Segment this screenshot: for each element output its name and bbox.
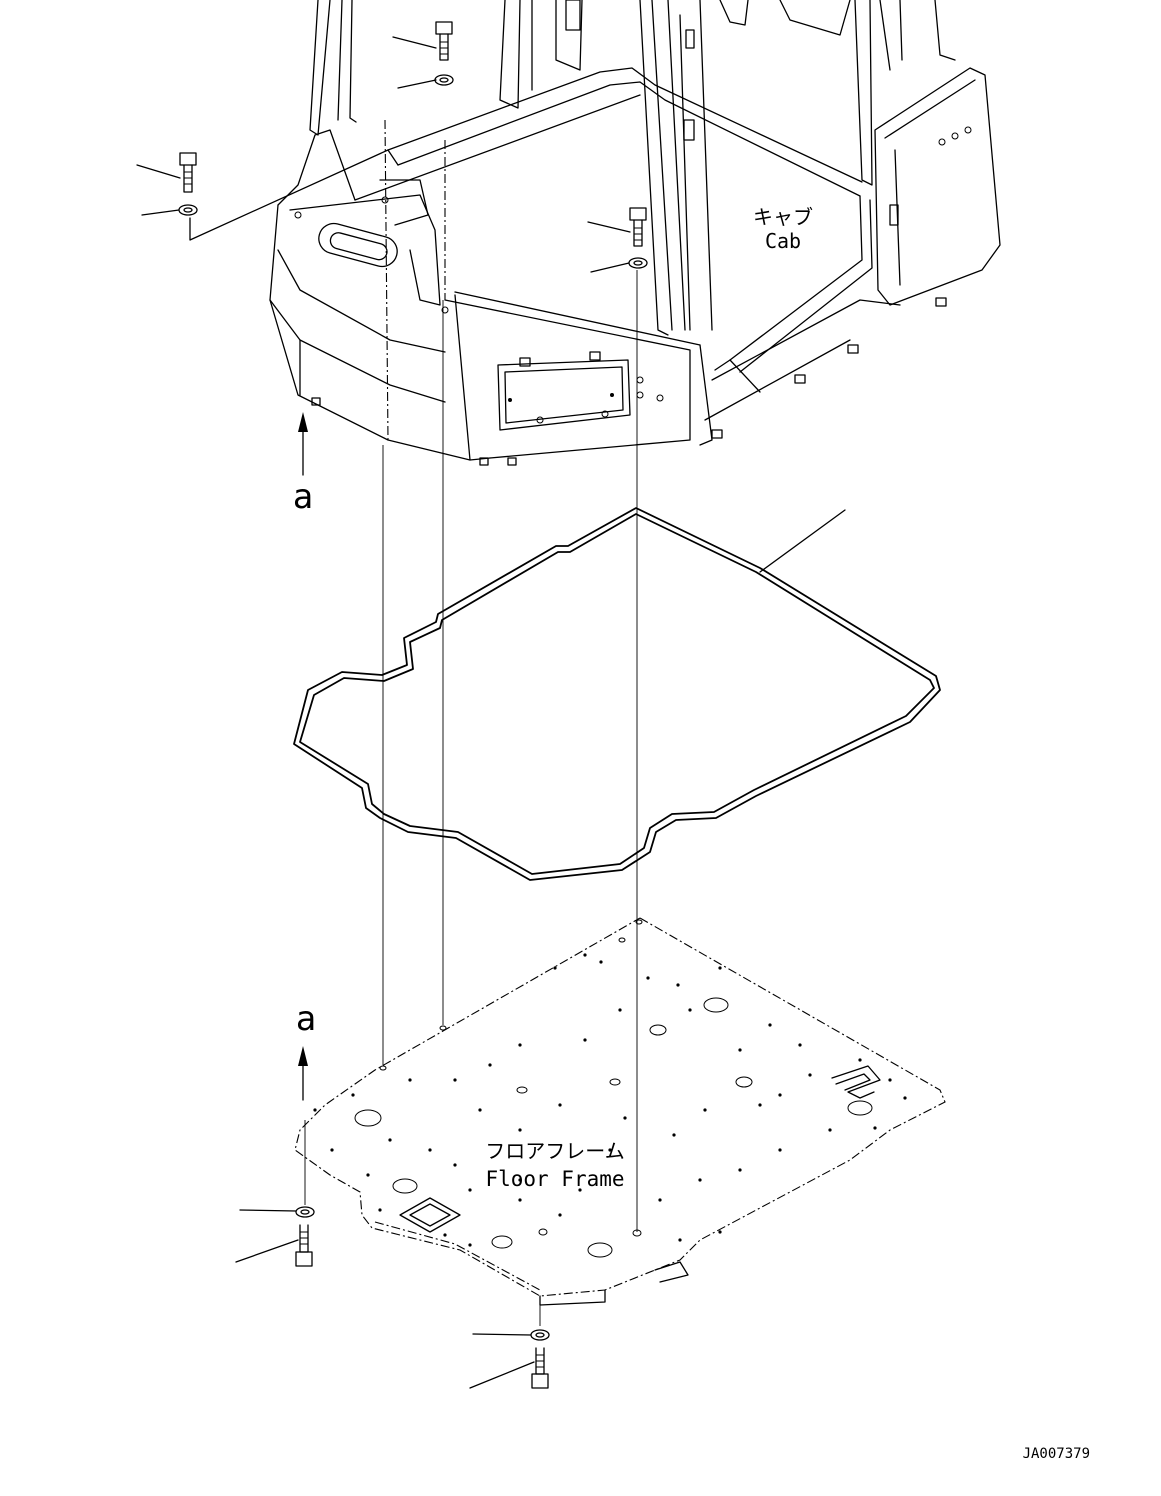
view-label-top: a (293, 477, 313, 517)
drawing-number: JA007379 (1023, 1446, 1090, 1462)
washer-icon (434, 74, 454, 86)
cab-assembly (269, 0, 1001, 466)
hex-bolt-icon (179, 152, 197, 193)
cab-label-en: Cab (765, 229, 801, 253)
washer-icon (295, 1206, 315, 1218)
hex-bolt-icon (629, 207, 647, 247)
hex-bolt-icon (531, 1347, 549, 1389)
view-label-bottom: a (296, 999, 316, 1039)
floor-frame-label-jp: フロアフレーム (485, 1139, 624, 1163)
view-arrow-top (298, 412, 308, 476)
gasket-seal (293, 507, 941, 881)
alignment-lines (382, 270, 638, 1232)
hex-bolt-icon (295, 1224, 313, 1267)
view-arrow-bottom (298, 1046, 308, 1101)
floor-frame (294, 917, 946, 1306)
washer-icon (628, 257, 648, 269)
washer-icon (178, 204, 198, 216)
washer-icon (530, 1329, 550, 1341)
floor-frame-holes (313, 953, 907, 1247)
cab-label-jp: キャブ (753, 205, 813, 229)
floor-frame-label-en: Floor Frame (485, 1167, 624, 1191)
hex-bolt-icon (435, 21, 453, 61)
